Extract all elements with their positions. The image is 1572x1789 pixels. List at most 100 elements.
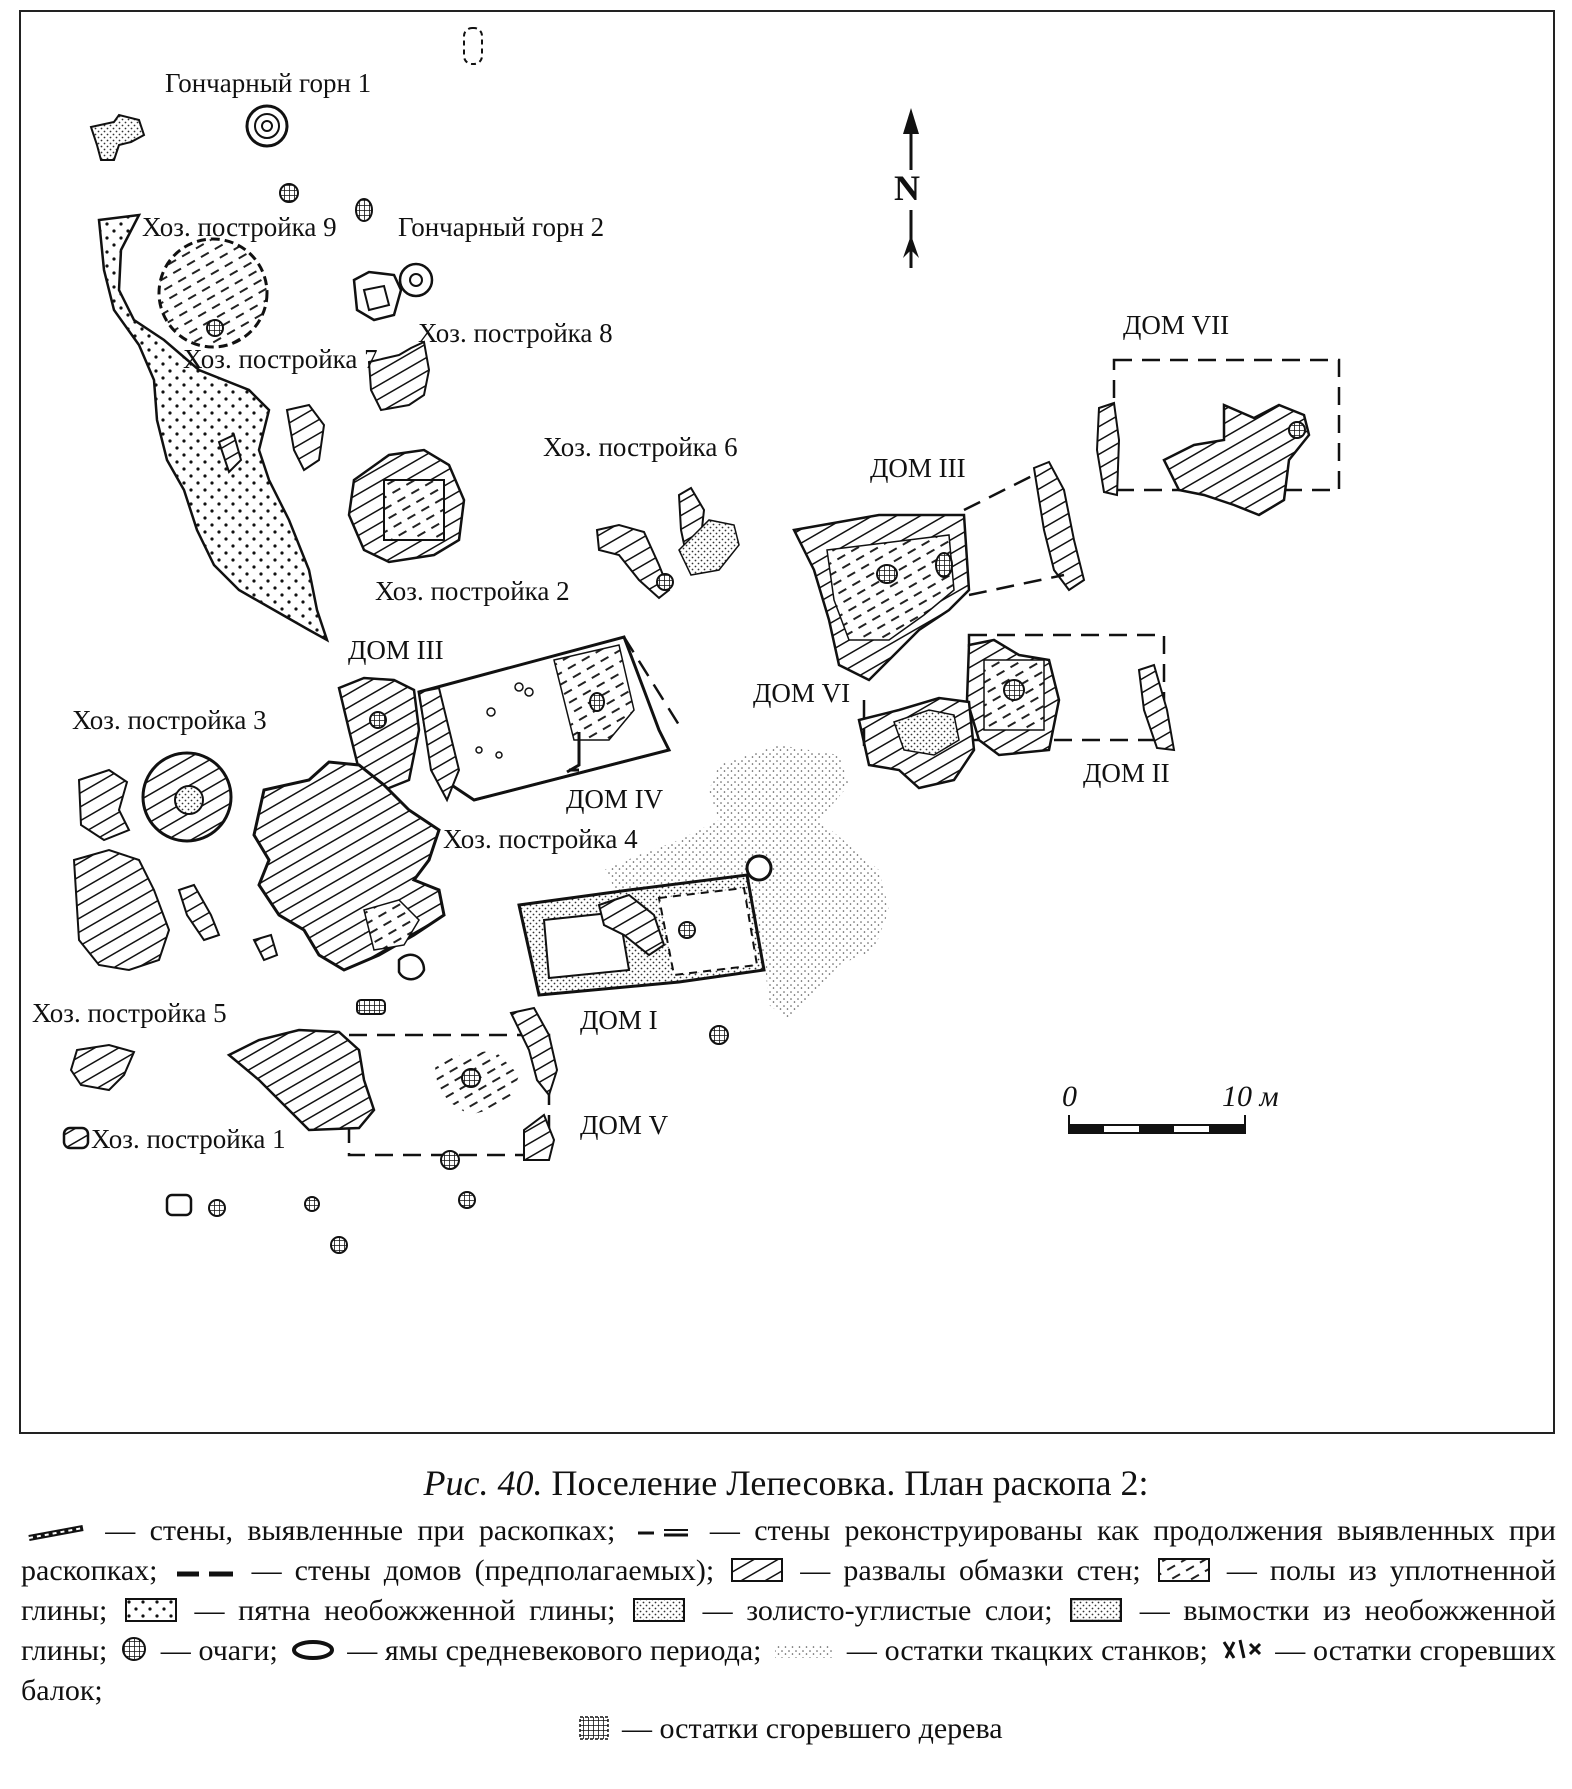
hearth xyxy=(208,1199,226,1217)
hearth xyxy=(461,1068,481,1088)
legend-text: — стены домов (предполагаемых); xyxy=(238,1554,728,1588)
building-3-center xyxy=(174,785,204,815)
legend: — стены, выявленные при раскопках; — сте… xyxy=(21,1512,1556,1751)
map-frame xyxy=(19,10,1555,1434)
caption-prefix: Рис. 40. xyxy=(423,1463,543,1503)
pit xyxy=(514,682,524,692)
house-4-floor xyxy=(553,644,635,741)
label-building-2: Хоз. постройка 2 xyxy=(375,576,570,606)
caption-text: Поселение Лепесовка. План раскопа 2: xyxy=(551,1463,1149,1503)
figure-caption: Рис. 40. Поселение Лепесовка. План раско… xyxy=(0,1462,1572,1504)
label-kiln-2: Гончарный горн 2 xyxy=(398,212,605,242)
legend-item: — стены реконструированы как продолжения… xyxy=(21,1514,1556,1587)
building-5-west xyxy=(69,1043,136,1092)
excavation-plan xyxy=(62,27,1341,1254)
building-9 xyxy=(157,237,269,349)
wall-fragment xyxy=(217,433,243,474)
scale-bar xyxy=(1068,1115,1246,1134)
pit xyxy=(495,751,503,759)
hearth xyxy=(206,319,224,337)
label-building-1: Хоз. постройка 1 xyxy=(91,1124,286,1154)
wall-icon xyxy=(25,1514,87,1552)
legend-item: — стены домов (предполагаемых); xyxy=(171,1554,728,1587)
hearth xyxy=(330,1236,348,1254)
building-4 xyxy=(252,760,446,972)
hearth xyxy=(709,1025,729,1045)
building-4-wall xyxy=(252,933,279,962)
house-1-room xyxy=(657,886,759,977)
house-3-outline xyxy=(963,473,1065,597)
building-4-floor xyxy=(363,899,420,951)
legend-item: — золисто-угли­стые слои; xyxy=(629,1594,1066,1627)
label-house-4: ДОМ IV xyxy=(566,784,664,814)
pit xyxy=(463,27,483,65)
house-3-left xyxy=(337,676,421,792)
legend-text: — вымостки из необожженной глины; xyxy=(21,1594,1556,1668)
house-7-wall xyxy=(1095,401,1121,497)
hearth xyxy=(304,1196,320,1212)
house-5-wall xyxy=(523,1113,556,1161)
hearth xyxy=(1003,679,1025,701)
dots-icon xyxy=(124,1594,177,1632)
house-4-hook xyxy=(566,732,581,774)
north-label: N xyxy=(894,168,920,208)
legend-item: — остатки сгоревшего дерева xyxy=(21,1710,1556,1750)
house-1-wall xyxy=(597,893,666,957)
label-building-6: Хоз. постройка 6 xyxy=(543,432,738,462)
reconstructed-wall-icon xyxy=(634,1514,692,1552)
legend-text: — остатки ткацких станков; xyxy=(839,1634,1216,1668)
pit xyxy=(524,687,534,697)
label-house-2: ДОМ II xyxy=(1083,758,1170,788)
legend-item: — очаги; xyxy=(115,1634,285,1667)
legend-text: — очаги; xyxy=(153,1634,286,1668)
label-house-3-top: ДОМ III xyxy=(870,453,966,483)
hearth xyxy=(279,183,299,203)
legend-item: — стены, выявленные при раскопках; xyxy=(21,1514,630,1547)
label-building-7: Хоз. постройка 7 xyxy=(183,344,378,374)
legend-item: — остатки ткацких станков; xyxy=(769,1634,1215,1667)
kiln-1 xyxy=(245,104,289,148)
pit xyxy=(475,746,483,754)
floor-icon xyxy=(1157,1554,1210,1592)
legend-text: — остатки сгоревших балок; xyxy=(21,1634,1556,1708)
label-house-7: ДОМ VII xyxy=(1123,310,1230,340)
label-building-3: Хоз. постройка 3 xyxy=(72,705,267,735)
ash-layer xyxy=(678,519,740,576)
label-building-4: Хоз. постройка 4 xyxy=(443,824,638,854)
label-house-3-left: ДОМ III xyxy=(348,635,444,665)
house-7 xyxy=(1162,403,1311,517)
building-6 xyxy=(595,523,671,600)
house-3-wall xyxy=(1032,460,1086,592)
legend-text: — стены реконструированы как продолжения… xyxy=(21,1514,1556,1588)
house-6-ash xyxy=(893,709,960,756)
legend-item: — пятна необожженной глины; xyxy=(121,1594,629,1627)
label-building-5: Хоз. постройка 5 xyxy=(32,998,227,1028)
scale-end-label: 10 м xyxy=(1222,1080,1279,1113)
label-building-8: Хоз. постройка 8 xyxy=(418,318,613,348)
legend-text: — развалы обмазки стен; xyxy=(787,1554,1154,1588)
legend-item: — ямы средневеково­го периода; xyxy=(286,1634,770,1667)
house-4-outline xyxy=(473,636,681,802)
building-2-floor xyxy=(383,479,445,541)
pit xyxy=(486,707,496,717)
legend-item: — развалы обмазки стен; xyxy=(727,1554,1154,1587)
hearth xyxy=(356,999,386,1015)
label-house-5: ДОМ V xyxy=(580,1110,669,1140)
dashed-wall-icon xyxy=(175,1554,235,1592)
label-building-9: Хоз. постройка 9 xyxy=(142,212,337,242)
label-house-1: ДОМ I xyxy=(580,1005,658,1035)
hearth xyxy=(440,1150,460,1170)
legend-text: — пятна необожженной глины; xyxy=(180,1594,630,1628)
hatch-icon xyxy=(731,1554,784,1592)
hearth xyxy=(656,573,674,591)
north-arrow xyxy=(889,108,933,268)
pit xyxy=(89,113,146,161)
building-1 xyxy=(62,1126,90,1150)
hearth-icon xyxy=(119,1634,149,1672)
hearth xyxy=(1288,421,1306,439)
pit-icon xyxy=(290,1634,336,1672)
beam-icon xyxy=(1220,1634,1264,1672)
pit xyxy=(397,953,426,981)
house-1-inner xyxy=(542,910,631,980)
kiln-2 xyxy=(352,262,434,322)
